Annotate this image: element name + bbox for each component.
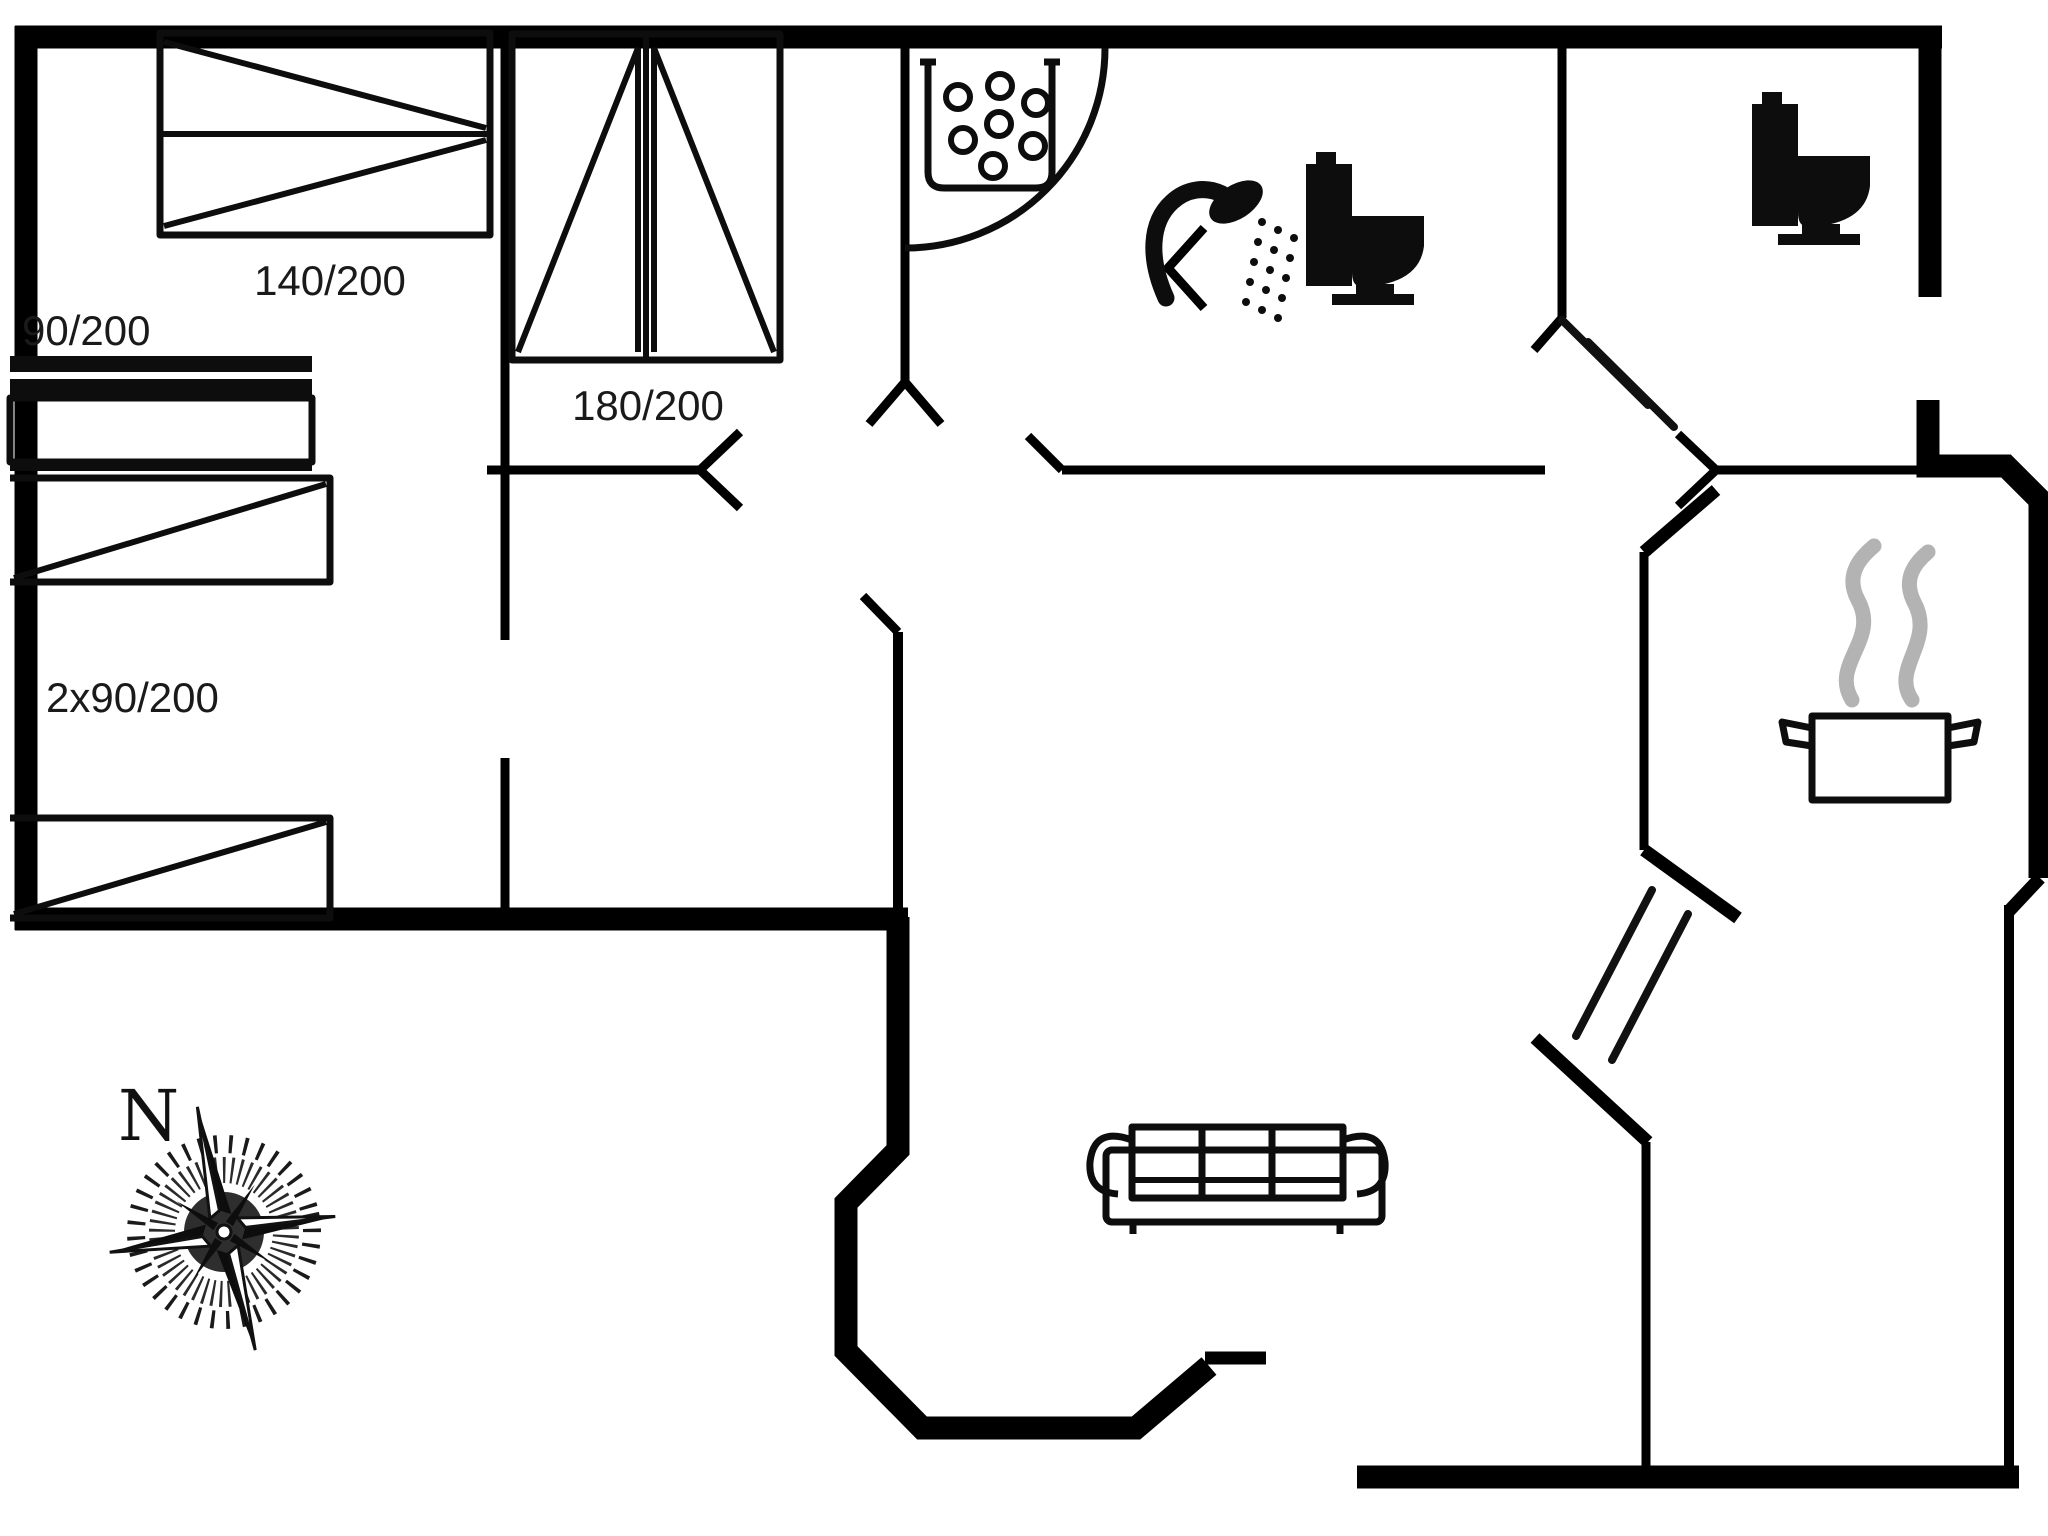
single-bed-90-icon — [6, 356, 316, 471]
shower-spray-dots — [1242, 218, 1298, 322]
toilet-icon — [1306, 152, 1424, 305]
interior-walls-left — [487, 48, 744, 919]
wall-right-kitchen — [1916, 400, 2048, 878]
living-room-bay-walls — [834, 592, 1266, 1440]
label-bed-2x90: 2x90/200 — [46, 674, 219, 721]
washbasin-icon — [920, 58, 1060, 192]
exterior-walls — [14, 25, 2048, 1489]
shower-icon — [1145, 180, 1298, 322]
label-bed-90: 90/200 — [22, 307, 150, 354]
door-chevron-bedroom — [693, 428, 744, 512]
kitchen-walls — [1530, 465, 1928, 1477]
label-bed-180: 180/200 — [572, 382, 724, 429]
steam-icon — [1838, 538, 1882, 708]
compass-north-label: N — [118, 1075, 179, 1157]
label-bed-140: 140/200 — [254, 257, 406, 304]
double-bed-180-icon — [508, 30, 784, 364]
sofa-icon — [1086, 1123, 1389, 1234]
door-leaf-icon — [1572, 886, 1656, 1040]
steam-icon — [1898, 544, 1936, 708]
twin-beds-90-icon — [10, 474, 334, 922]
wall-right-chamfer — [2004, 873, 2045, 916]
double-bed-140-icon — [156, 29, 494, 239]
door-chevron-bathroom — [1161, 224, 1208, 312]
cooking-pot-icon — [1778, 538, 1982, 804]
toilet-icon — [1752, 92, 1870, 245]
bathroom-walls — [865, 47, 1723, 510]
